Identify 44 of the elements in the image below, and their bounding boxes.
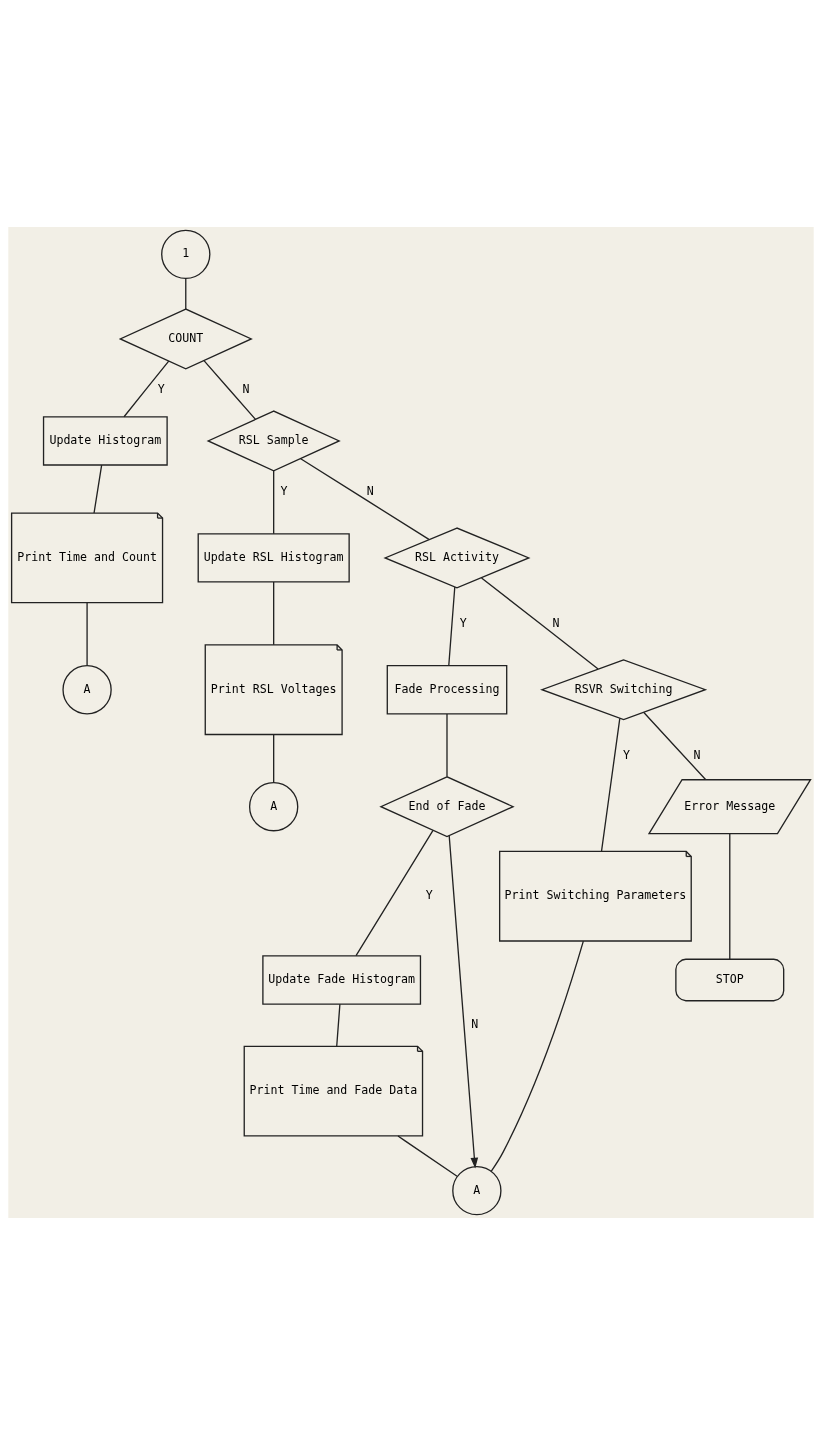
node-box: Update Histogram <box>42 415 168 466</box>
connector <box>490 939 584 1172</box>
edge-label: Y <box>623 747 631 762</box>
connector <box>273 469 275 534</box>
connector <box>448 585 456 666</box>
edge-label: N <box>366 483 374 498</box>
connector <box>203 359 257 420</box>
edge-label: N <box>552 615 560 630</box>
edge-label: Y <box>280 483 288 498</box>
connector <box>123 359 170 417</box>
node-diamond: End of Fade <box>379 775 515 837</box>
node-circle: A <box>452 1165 502 1215</box>
connector <box>397 1134 458 1177</box>
node-circle: 1 <box>161 229 211 279</box>
connector <box>300 457 430 540</box>
node-diamond: RSVR Switching <box>540 658 708 720</box>
connector <box>86 601 88 666</box>
connector <box>600 717 621 852</box>
edge-label: N <box>471 1016 479 1031</box>
node-diamond: RSL Sample <box>206 409 341 472</box>
arrow <box>448 834 479 1169</box>
node-diamond: RSL Activity <box>383 526 531 588</box>
connector <box>643 711 707 780</box>
connector <box>355 829 434 956</box>
connector <box>446 712 448 777</box>
connector <box>480 576 599 670</box>
connector <box>729 832 731 960</box>
edge-label: Y <box>157 381 165 396</box>
edge-label: N <box>242 381 250 396</box>
connector <box>273 733 275 783</box>
node-circle: A <box>62 664 112 714</box>
edge-label: Y <box>425 887 433 902</box>
edge-label: N <box>693 747 701 762</box>
connector <box>93 463 103 514</box>
node-box: STOP <box>675 958 785 1001</box>
node-box: Update RSL Histogram <box>197 532 350 583</box>
node-circle: A <box>248 781 299 831</box>
node-box: Fade Processing <box>386 664 508 714</box>
node-diamond: COUNT <box>118 307 253 370</box>
edge-label: Y <box>459 615 467 630</box>
connector <box>185 277 187 310</box>
connector <box>336 1003 341 1047</box>
node-box: Update Fade Histogram <box>262 954 422 1005</box>
connector <box>273 580 275 645</box>
